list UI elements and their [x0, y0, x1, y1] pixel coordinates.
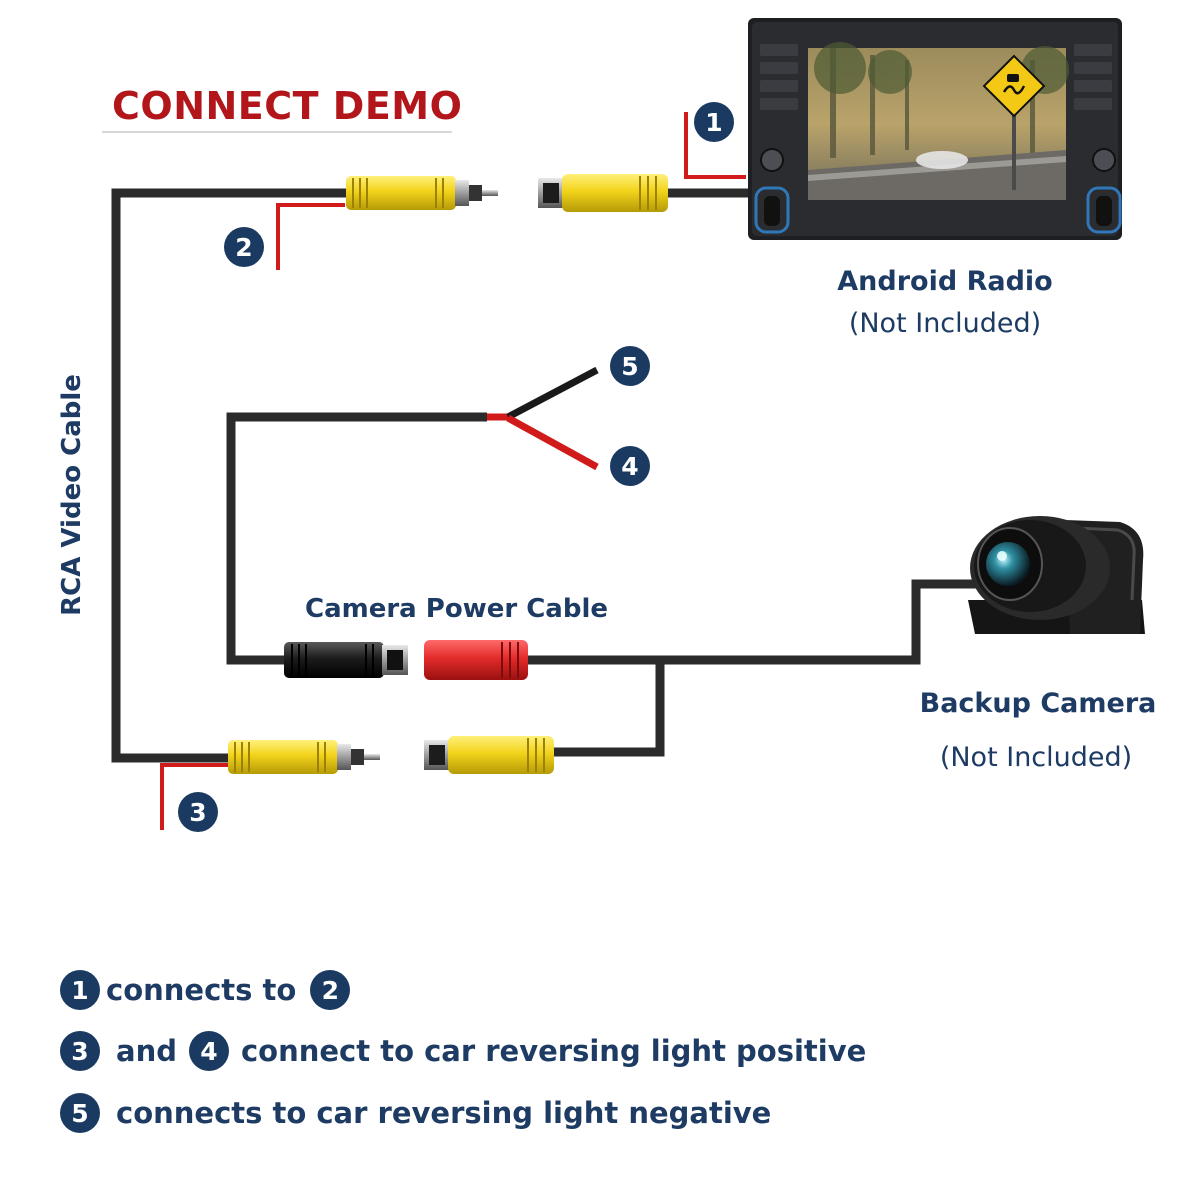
legend-text-3: connects to car reversing light negative: [116, 1096, 772, 1130]
marker-2: 2: [224, 227, 264, 267]
legend-line-3: 5 connects to car reversing light negati…: [60, 1092, 771, 1134]
backup-camera-image: [968, 516, 1145, 634]
marker-3: 3: [178, 792, 218, 832]
power-plug-red: [424, 640, 528, 680]
camera-cable: [525, 579, 985, 757]
diagram-title: CONNECT DEMO: [112, 84, 463, 128]
camera-note: (Not Included): [939, 742, 1133, 773]
marker-1: 1: [694, 102, 734, 142]
rca-jack-bottom-female: [424, 736, 554, 774]
power-cable-label: Camera Power Cable: [305, 594, 608, 624]
legend-badge-3: 3: [60, 1031, 100, 1071]
marker-5: 5: [610, 346, 650, 386]
legend-badge-5: 5: [60, 1093, 100, 1133]
wire-negative: [506, 366, 599, 421]
legend-badge-1: 1: [60, 970, 100, 1010]
rca-plug-top-male: [346, 176, 498, 210]
radio-label: Android Radio: [837, 266, 1053, 297]
rca-jack-top-female: [538, 174, 668, 212]
legend-badge-4: 4: [188, 1031, 229, 1071]
marker-lines: [160, 112, 746, 830]
camera-power-cable: [226, 412, 487, 665]
radio-note: (Not Included): [848, 308, 1042, 339]
legend-and: and: [116, 1034, 177, 1068]
legend-text-2: connect to car reversing light positive: [240, 1034, 867, 1068]
power-plug-black: [284, 642, 408, 678]
rca-plug-bottom-male: [228, 740, 380, 774]
rca-cable-label: RCA Video Cable: [57, 374, 87, 616]
legend-text-1: connects to: [106, 973, 297, 1007]
legend-line-1: 1 connects to 2: [60, 969, 351, 1011]
camera-label: Backup Camera: [919, 688, 1157, 719]
legend-line-2: 3 and 4 connect to car reversing light p…: [60, 1030, 866, 1072]
wire-positive: [506, 414, 599, 471]
legend-badge-2: 2: [310, 970, 351, 1010]
title-underline: [102, 131, 452, 133]
rca-video-cable: [111, 188, 350, 763]
marker-4: 4: [610, 446, 650, 486]
android-radio-image: [748, 18, 1122, 240]
